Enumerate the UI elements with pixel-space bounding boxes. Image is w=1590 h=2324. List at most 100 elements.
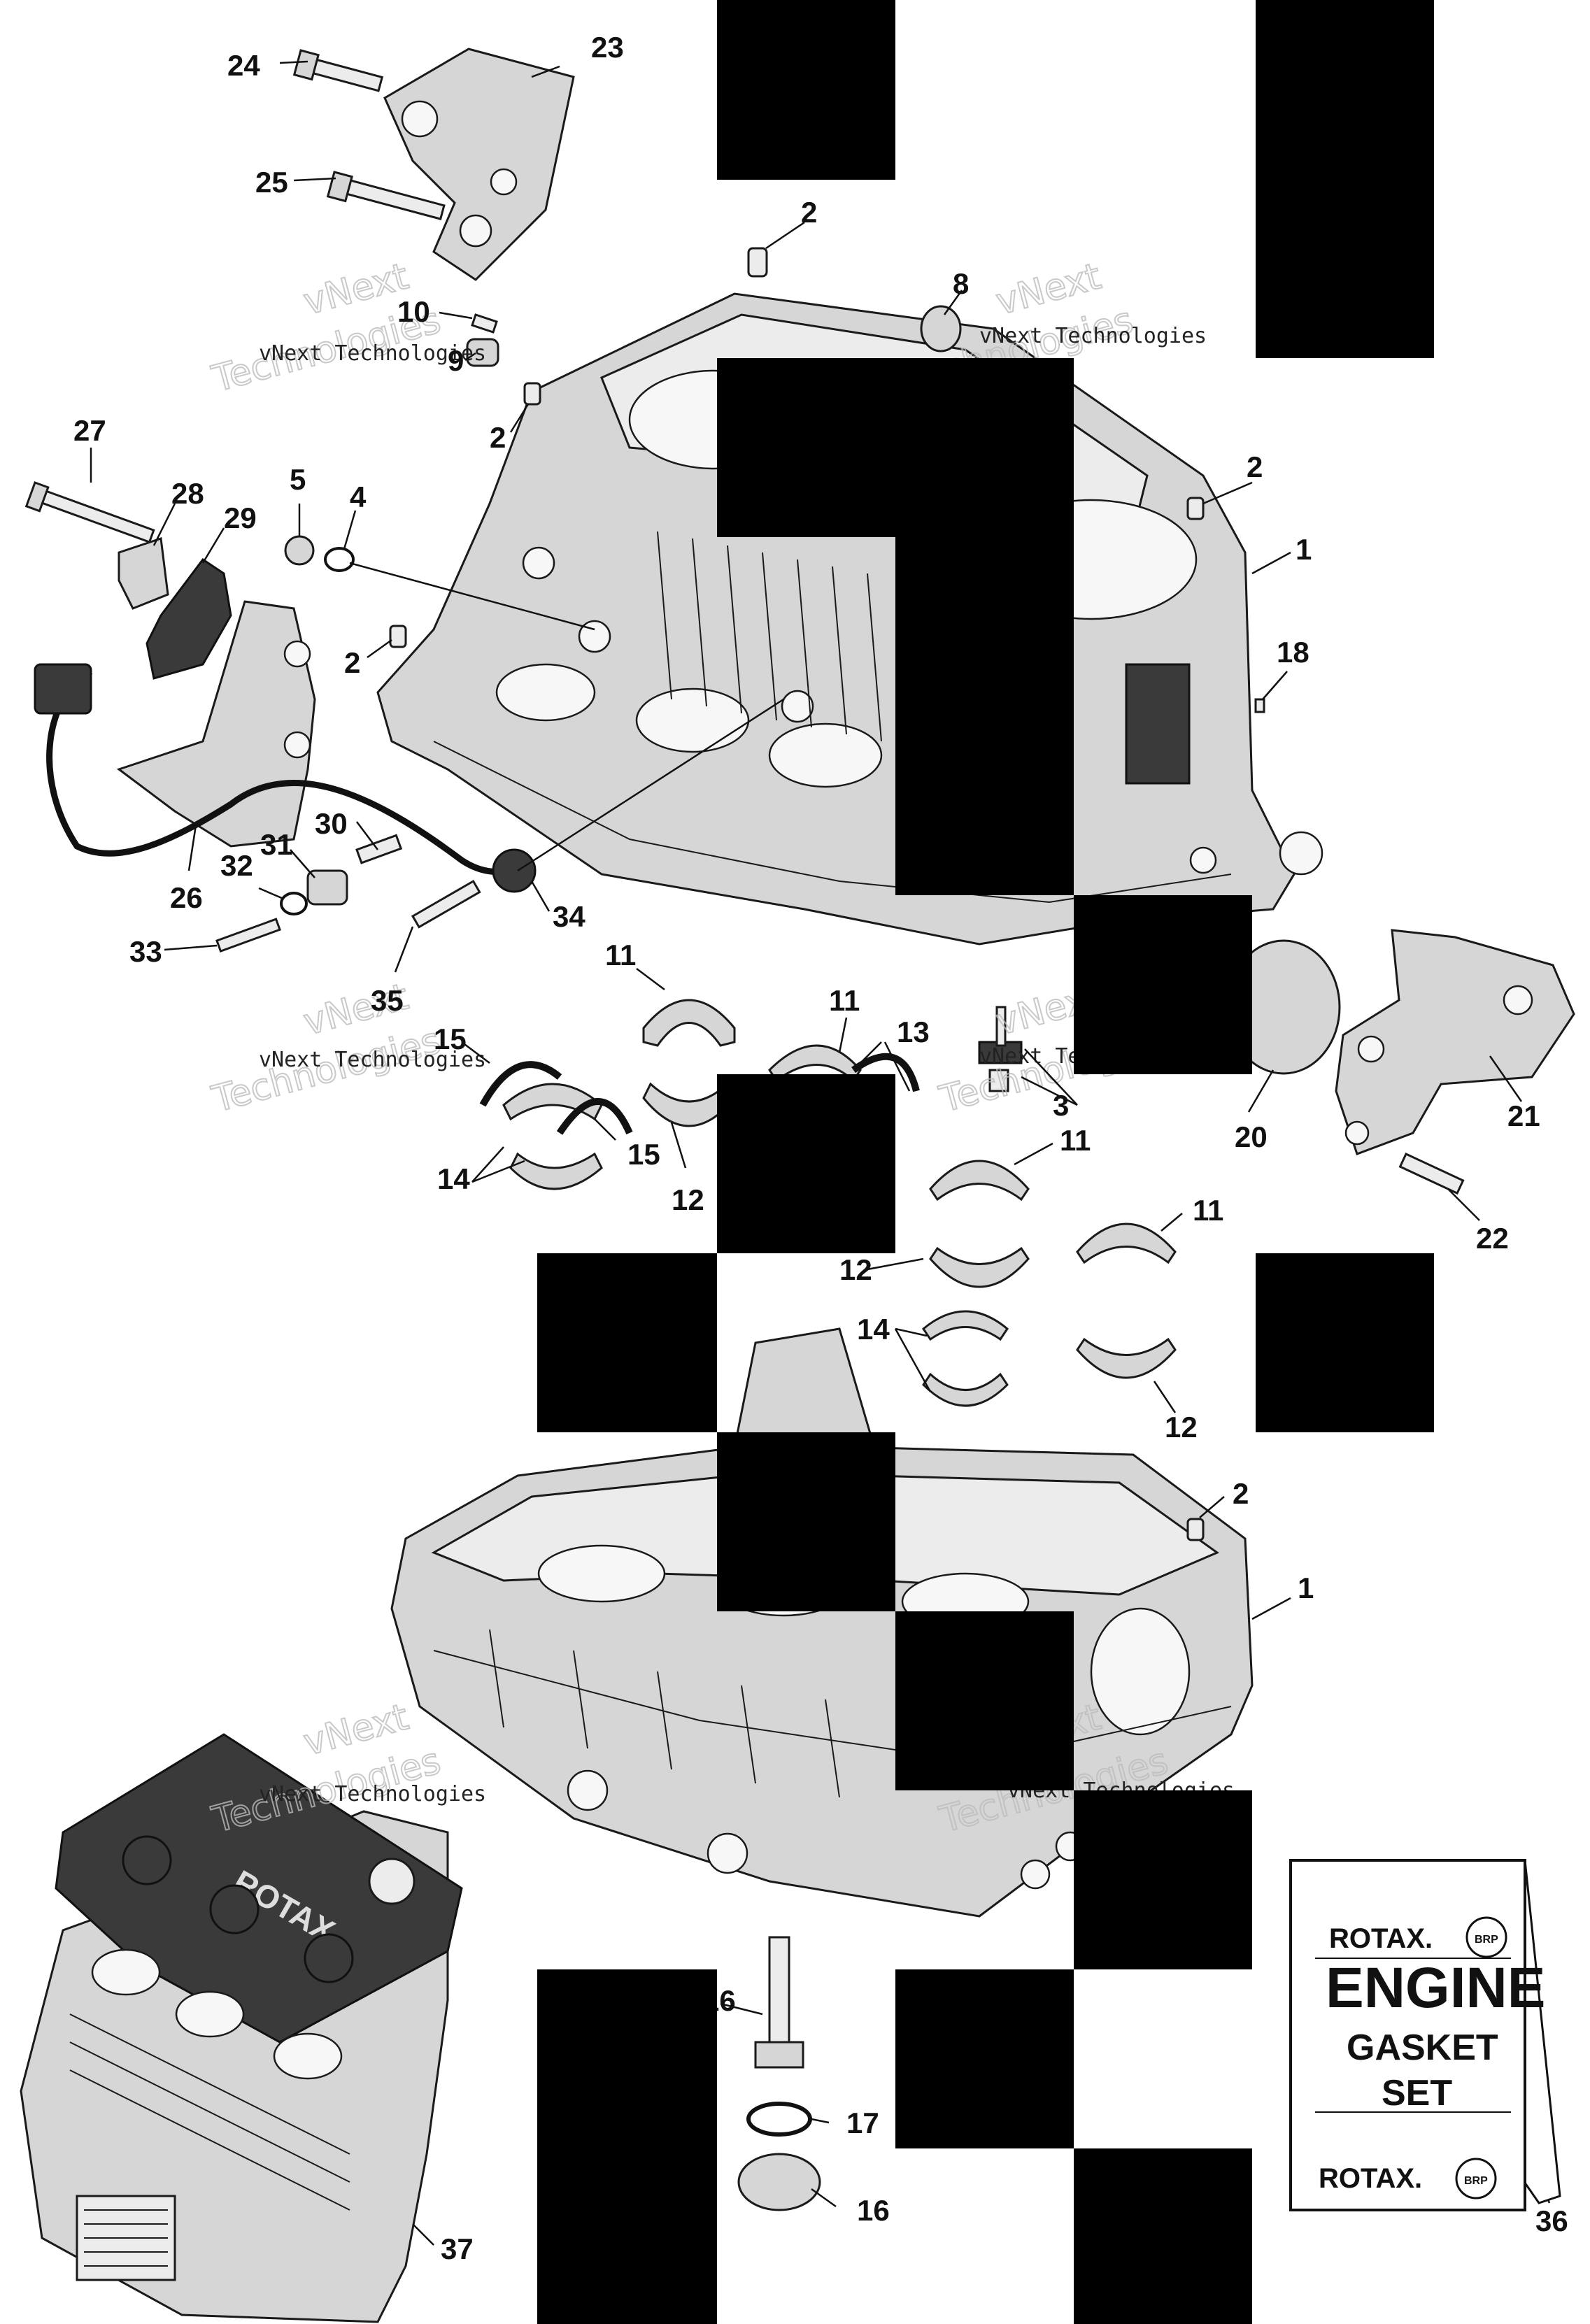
callout-12-a: 12 <box>672 1183 704 1216</box>
callout-28: 28 <box>171 477 204 510</box>
gasket-box-line2: GASKET <box>1347 2027 1498 2068</box>
callout-18: 18 <box>1277 636 1309 669</box>
dowel-2-b <box>523 382 541 406</box>
callout-14-a: 14 <box>437 1162 470 1195</box>
callout-24: 24 <box>227 49 260 82</box>
bolt-35 <box>411 879 481 929</box>
callout-17: 17 <box>846 2106 879 2139</box>
callout-2-e: 2 <box>1233 1477 1249 1510</box>
callout-14-b: 14 <box>857 1313 890 1346</box>
knock-sensor-harness <box>34 663 520 876</box>
callout-26: 26 <box>170 881 203 914</box>
callout-20: 20 <box>1235 1120 1268 1153</box>
bolt-25 <box>326 171 446 220</box>
callout-31: 31 <box>260 828 293 861</box>
callout-11-a: 11 <box>605 939 636 971</box>
bolt-22 <box>1398 1153 1465 1195</box>
engine-gasket-set-box: ROTAX. BRP ENGINE GASKET SET ROTAX. BRP <box>1289 1859 1561 2211</box>
spacer-31 <box>306 869 348 906</box>
bearing-11-b <box>768 1044 862 1083</box>
bracket-28 <box>118 536 169 610</box>
svg-text:vNext Technologies: vNext Technologies <box>979 324 1207 348</box>
callout-36: 36 <box>1535 2204 1568 2237</box>
nut-5 <box>284 535 315 566</box>
callout-35: 35 <box>371 984 404 1017</box>
gasket-box-line3: SET <box>1382 2073 1452 2113</box>
gasket-box-brand-bottom: ROTAX. <box>1319 2163 1422 2194</box>
callout-34: 34 <box>553 900 585 933</box>
stud-30 <box>355 834 403 864</box>
callout-3: 3 <box>1053 1089 1069 1122</box>
callout-1-b: 1 <box>1298 1571 1314 1604</box>
callout-11-c: 11 <box>1060 1124 1091 1157</box>
callout-2-b: 2 <box>490 421 506 454</box>
callout-16: 16 <box>857 2194 890 2227</box>
bearing-14-a <box>502 1083 603 1190</box>
callout-15-b: 15 <box>627 1138 660 1171</box>
callout-30: 30 <box>315 807 348 840</box>
bearing-14-b <box>922 1310 1009 1407</box>
brp-badge-bottom: BRP <box>1464 2175 1488 2187</box>
plug-16 <box>737 2153 821 2211</box>
engine-mount-bracket-23 <box>383 48 575 281</box>
callout-32: 32 <box>220 849 253 882</box>
callout-11-d: 11 <box>1193 1194 1223 1227</box>
watermark-1: vNext Technologies vNext Technologies <box>207 255 486 401</box>
callout-33: 33 <box>129 935 162 968</box>
callout-2-c: 2 <box>344 646 360 679</box>
redaction-masks <box>537 0 1434 2324</box>
callout-13: 13 <box>897 1015 930 1048</box>
clip-29 <box>145 557 232 680</box>
pin-18 <box>1254 698 1265 713</box>
knock-sensor-34 <box>492 848 537 893</box>
callout-37: 37 <box>441 2232 474 2265</box>
callout-11-b: 11 <box>829 984 860 1017</box>
brp-logo-top <box>1465 1916 1507 1958</box>
callout-25: 25 <box>255 166 288 199</box>
o-ring-17 <box>746 2102 812 2137</box>
callout-2-d: 2 <box>1247 450 1263 483</box>
dowel-2-e <box>1186 1518 1205 1541</box>
dowel-2-d <box>389 625 407 648</box>
sensor-3 <box>978 1006 1023 1092</box>
callout-2-a: 2 <box>801 196 817 229</box>
washer-4 <box>324 547 355 572</box>
gasket-box-title: ENGINE <box>1326 1956 1545 2020</box>
washer-32 <box>280 892 308 915</box>
gasket-box-brand-top: ROTAX. <box>1329 1923 1433 1954</box>
svg-text:vNext Technologies: vNext Technologies <box>259 1048 486 1072</box>
callout-10: 10 <box>397 295 430 328</box>
bolt-33 <box>215 918 281 953</box>
thrust-washer-15 <box>479 1061 633 1135</box>
engine-mount-21 <box>1335 929 1575 1155</box>
callout-29: 29 <box>224 501 257 534</box>
callout-5: 5 <box>290 463 306 496</box>
bolt-27 <box>24 481 155 543</box>
callout-22: 22 <box>1476 1222 1509 1255</box>
screw-10 <box>471 313 498 334</box>
callout-8: 8 <box>953 267 969 300</box>
callout-15-a: 15 <box>434 1022 467 1055</box>
bolt-24 <box>292 49 384 92</box>
callout-23: 23 <box>591 31 624 64</box>
callout-9: 9 <box>448 344 464 377</box>
callout-4: 4 <box>350 480 367 513</box>
brp-badge-top: BRP <box>1475 1934 1498 1946</box>
engine-assembly: ROTAX <box>20 1733 463 2323</box>
callout-21: 21 <box>1507 1099 1540 1132</box>
brp-logo-bottom <box>1455 2158 1497 2200</box>
bushing-9 <box>466 338 499 367</box>
bearing-11-d <box>1076 1222 1177 1379</box>
callout-12-c: 12 <box>1165 1411 1198 1443</box>
callout-27: 27 <box>73 414 106 447</box>
svg-text:vNext Technologies: vNext Technologies <box>259 1782 486 1806</box>
plug-8 <box>920 305 962 352</box>
dowel-2-a <box>747 247 768 278</box>
callout-12-b: 12 <box>839 1253 872 1286</box>
callout-numbers: 24 23 25 2 8 10 9 2 27 28 29 5 4 2 1 18 … <box>73 31 1568 2265</box>
bearing-11-c <box>929 1160 1030 1288</box>
drain-bolt <box>754 1936 804 2069</box>
svg-text:vNext Technologies: vNext Technologies <box>259 341 486 366</box>
dowel-2-c <box>1186 497 1205 520</box>
